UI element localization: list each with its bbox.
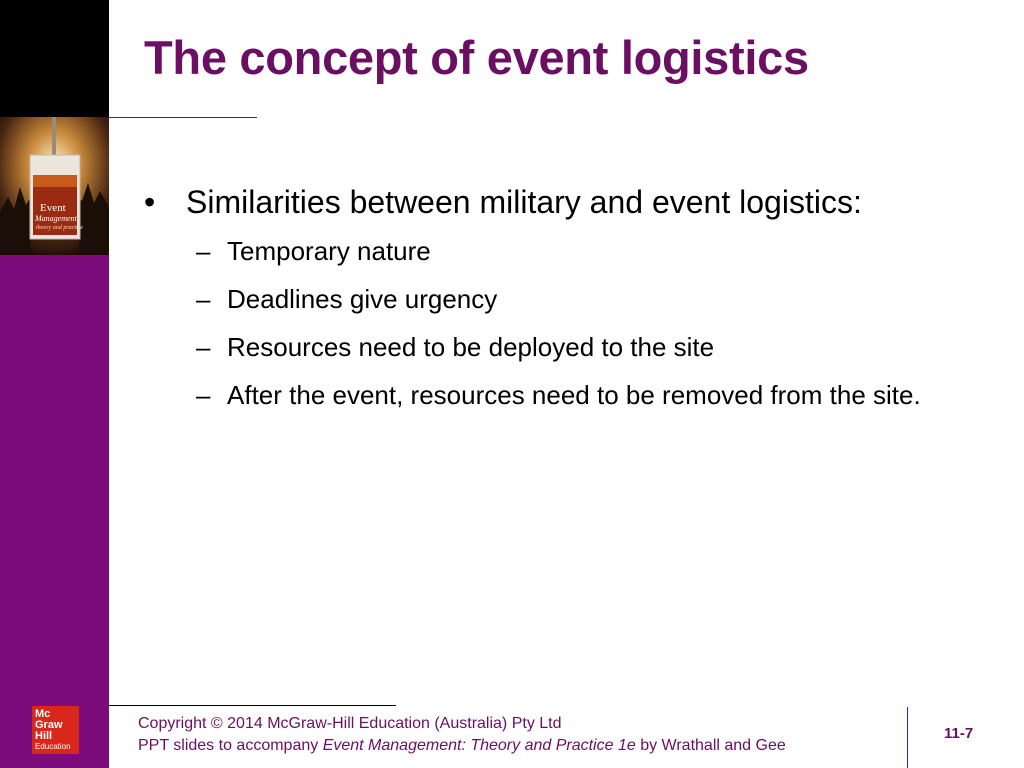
- sub-bullet: – Temporary nature: [196, 232, 940, 270]
- title-underline: [109, 117, 257, 118]
- sub-bullet: – Deadlines give urgency: [196, 280, 940, 318]
- footer-rule: [109, 705, 396, 706]
- book-cover-graphic: [0, 117, 109, 255]
- main-bullet-text: Similarities between military and event …: [186, 184, 862, 220]
- logo-line-graw: Graw: [35, 719, 63, 731]
- sub-bullet-list: – Temporary nature – Deadlines give urge…: [196, 232, 940, 414]
- logo-line-mc: Mc: [35, 708, 51, 720]
- sidebar-top-block: [0, 0, 109, 117]
- sub-bullet-text: Resources need to be deployed to the sit…: [227, 332, 715, 362]
- sub-bullet-dash: –: [196, 332, 211, 362]
- slide-title: The concept of event logistics: [144, 31, 809, 84]
- footer-credit: PPT slides to accompany Event Management…: [138, 735, 786, 757]
- sub-bullet: – After the event, resources need to be …: [196, 376, 940, 414]
- book-cover-title-line1: Event: [40, 202, 66, 214]
- sub-bullet-text: After the event, resources need to be re…: [227, 380, 921, 410]
- slide-content: • Similarities between military and even…: [140, 180, 940, 424]
- sub-bullet-text: Temporary nature: [227, 236, 431, 266]
- sidebar-purple-band: [0, 255, 109, 768]
- book-cover-title-line2: Management: [35, 214, 77, 223]
- book-cover-image: Event Management theory and practice: [0, 117, 109, 255]
- sub-bullet-dash: –: [196, 236, 211, 266]
- sub-bullet-text: Deadlines give urgency: [227, 284, 498, 314]
- mcgraw-hill-logo: Mc Graw Hill Education: [32, 706, 79, 754]
- main-bullet: • Similarities between military and even…: [140, 180, 940, 224]
- footer-book-title: Event Management: Theory and Practice 1e: [322, 737, 636, 754]
- footer-copyright: Copyright © 2014 McGraw-Hill Education (…: [138, 715, 562, 732]
- page-number: 11-7: [944, 725, 974, 742]
- logo-line-hill: Hill: [35, 730, 53, 742]
- footer-divider: [907, 707, 908, 768]
- sub-bullet: – Resources need to be deployed to the s…: [196, 328, 940, 366]
- sub-bullet-dash: –: [196, 380, 211, 410]
- logo-line-education: Education: [35, 742, 71, 751]
- sub-bullet-dash: –: [196, 284, 211, 314]
- footer-text: Copyright © 2014 McGraw-Hill Education (…: [138, 713, 786, 757]
- footer-credit-suffix: by Wrathall and Gee: [635, 737, 786, 754]
- footer-credit-prefix: PPT slides to accompany: [138, 737, 323, 754]
- bullet-mark: •: [144, 184, 156, 220]
- book-cover-subtitle: theory and practice: [36, 225, 83, 231]
